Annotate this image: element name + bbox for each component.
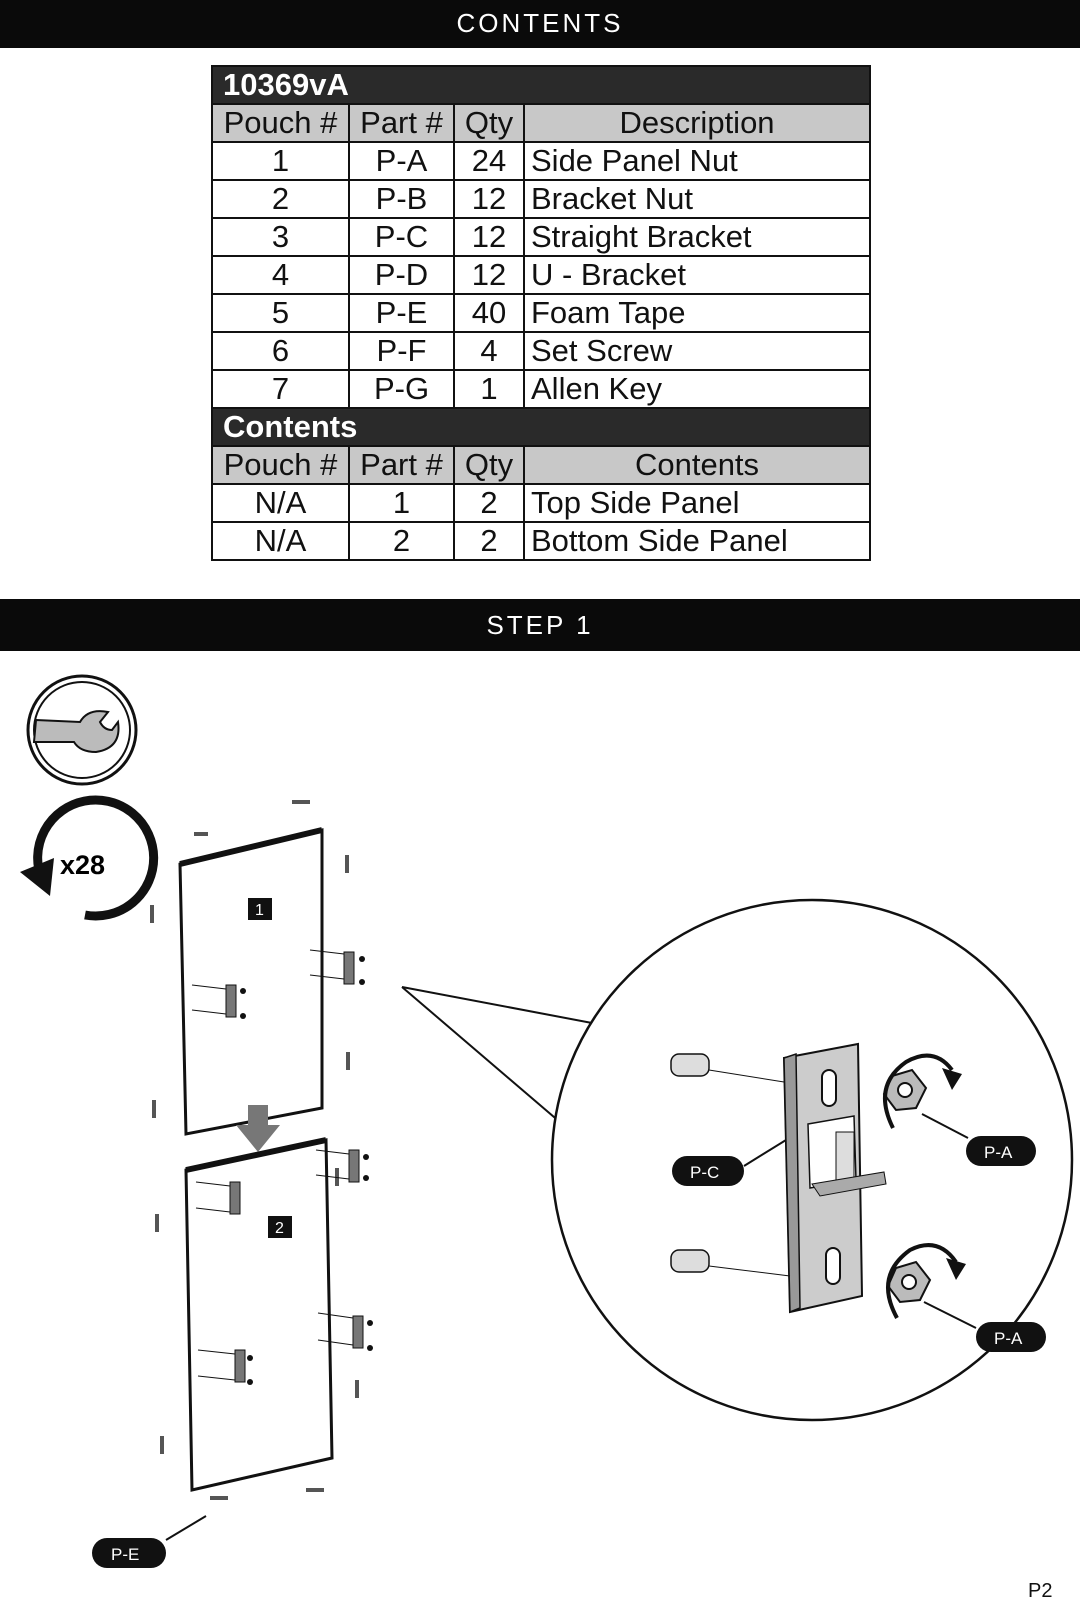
table-cell: 4	[211, 255, 350, 295]
table-cell: Bottom Side Panel	[522, 521, 872, 561]
down-arrow-icon	[236, 1105, 280, 1152]
callout-pe	[92, 1538, 166, 1568]
column-header: Part #	[348, 445, 455, 485]
contents-banner: CONTENTS	[0, 0, 1080, 48]
table-cell: P-E	[348, 293, 455, 333]
table-cell: Allen Key	[522, 369, 872, 409]
table-cell: P-A	[348, 141, 455, 181]
table-cell: 1	[348, 483, 455, 523]
column-header: Pouch #	[211, 445, 350, 485]
callout-pa-top-text: P-A	[984, 1143, 1013, 1162]
contents_table-title-row: Contents	[210, 407, 872, 447]
column-header: Qty	[453, 103, 525, 143]
table-cell: Foam Tape	[522, 293, 872, 333]
table-cell: P-F	[348, 331, 455, 371]
table-cell: 6	[211, 331, 350, 371]
contents_table-title: Contents	[210, 407, 872, 447]
table-cell: 2	[211, 179, 350, 219]
hardware_table-title-row: 10369vA	[210, 65, 872, 105]
rotate-counterclockwise-icon	[20, 795, 159, 921]
table-cell: 12	[453, 255, 525, 295]
table-cell: 24	[453, 141, 525, 181]
table-cell: 12	[453, 217, 525, 257]
callout-pc-text: P-C	[690, 1163, 719, 1182]
table-cell: 4	[453, 331, 525, 371]
repeat-count: x28	[60, 850, 105, 880]
table-cell: Top Side Panel	[522, 483, 872, 523]
table-cell: Set Screw	[522, 331, 872, 371]
callout-pa-top	[966, 1136, 1036, 1166]
column-header: Description	[522, 103, 872, 143]
callout-pa-bottom	[976, 1322, 1046, 1352]
table-cell: N/A	[211, 521, 350, 561]
column-header: Part #	[348, 103, 455, 143]
column-header: Qty	[453, 445, 525, 485]
step-banner: STEP 1	[0, 599, 1080, 651]
table-cell: U - Bracket	[522, 255, 872, 295]
table-cell: 12	[453, 179, 525, 219]
table-cell: 3	[211, 217, 350, 257]
table-cell: 1	[211, 141, 350, 181]
detail-magnifier	[401, 898, 1074, 1422]
table-cell: P-B	[348, 179, 455, 219]
table-cell: Bracket Nut	[522, 179, 872, 219]
table-cell: 2	[348, 521, 455, 561]
callout-pc	[672, 1156, 744, 1186]
table-cell: 40	[453, 293, 525, 333]
table-cell: 2	[453, 521, 525, 561]
table-cell: P-C	[348, 217, 455, 257]
column-header: Pouch #	[211, 103, 350, 143]
panel-number-1: 1	[255, 902, 264, 919]
step-1-diagram: x28 1 2	[20, 674, 1074, 1568]
callout-pa-bottom-text: P-A	[994, 1329, 1023, 1348]
table-cell: Side Panel Nut	[522, 141, 872, 181]
table-cell: N/A	[211, 483, 350, 523]
table-cell: 2	[453, 483, 525, 523]
hardware_table-title: 10369vA	[210, 65, 872, 105]
page-number: P2	[1028, 1580, 1053, 1602]
table-cell: 5	[211, 293, 350, 333]
top-side-panel	[150, 800, 365, 1136]
table-cell: 1	[453, 369, 525, 409]
wrench-icon	[26, 674, 138, 786]
table-cell: 7	[211, 369, 350, 409]
column-header: Contents	[522, 445, 872, 485]
callout-pe-text: P-E	[111, 1545, 139, 1564]
table-cell: P-G	[348, 369, 455, 409]
table-cell: P-D	[348, 255, 455, 295]
table-cell: Straight Bracket	[522, 217, 872, 257]
panel-number-2: 2	[275, 1220, 284, 1237]
bottom-side-panel	[155, 1137, 373, 1500]
